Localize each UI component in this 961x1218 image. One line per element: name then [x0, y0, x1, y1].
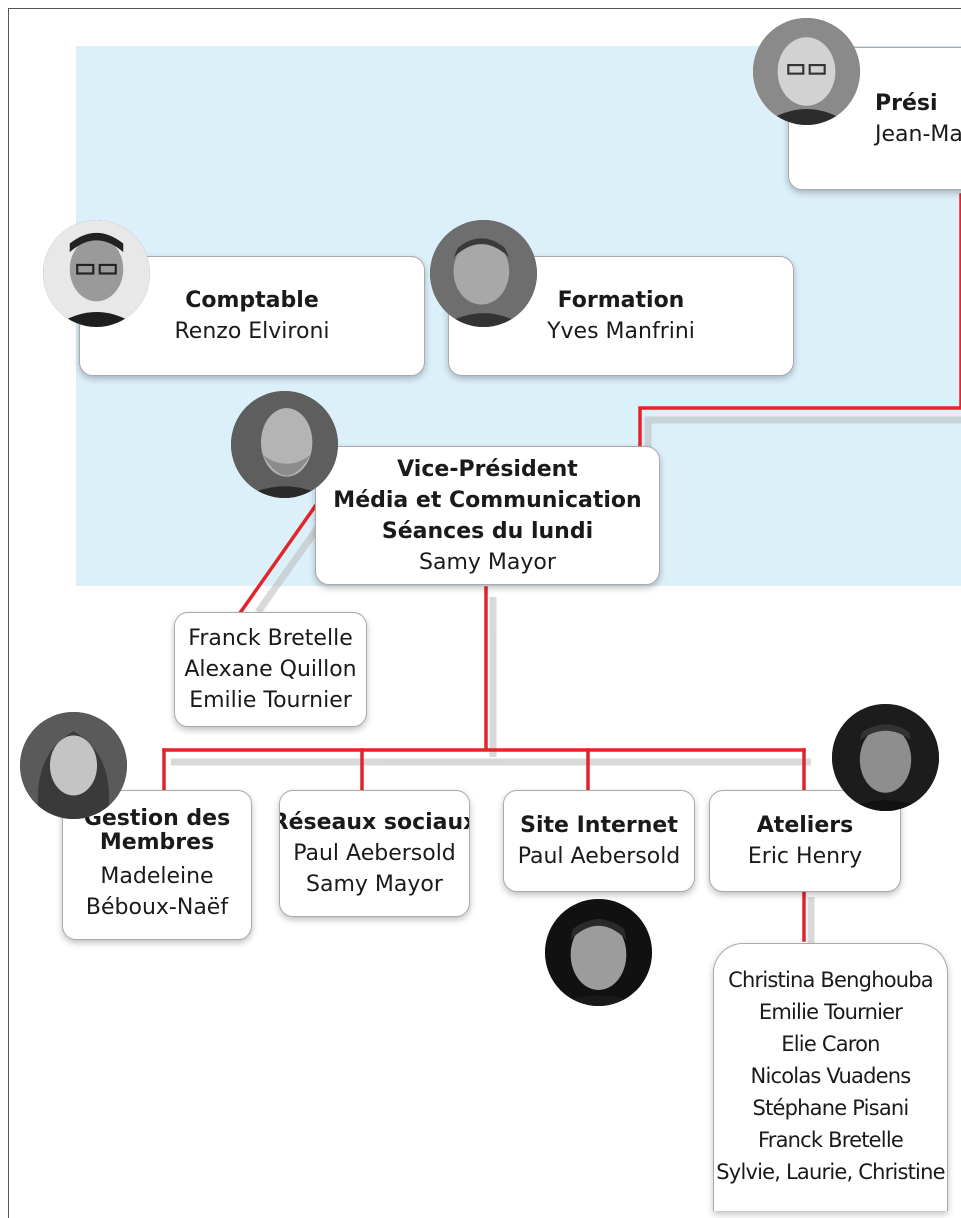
ateliers-member-4: Nicolas Vuadens: [750, 1064, 912, 1088]
formation-photo: [430, 220, 537, 327]
seances-member-2: Alexane Quillon: [184, 657, 357, 682]
ateliers-title: Ateliers: [756, 813, 854, 838]
comptable-photo: [43, 220, 150, 327]
vp-title-line-2: Média et Communication: [333, 487, 642, 513]
ateliers-team-card: Christina Benghouba Emilie Tournier Elie…: [713, 943, 948, 1211]
gestion-name-line-2: Béboux-Naëf: [85, 895, 229, 920]
ateliers-member-2: Emilie Tournier: [758, 1000, 903, 1024]
comptable-name: Renzo Elvironi: [174, 319, 330, 344]
president-photo: [753, 18, 860, 125]
reseaux-name-1: Paul Aebersold: [293, 841, 456, 866]
vp-title-line-3: Séances du lundi: [381, 518, 594, 544]
formation-title: Formation: [557, 288, 685, 313]
ateliers-member-6: Franck Bretelle: [758, 1128, 904, 1152]
reseaux-sociaux-card: Réseaux sociaux Paul Aebersold Samy Mayo…: [279, 790, 470, 917]
seances-member-3: Emilie Tournier: [189, 688, 352, 713]
vice-president-photo: [231, 391, 338, 498]
president-title: Prési: [875, 90, 938, 116]
comptable-title: Comptable: [185, 288, 319, 313]
president-name: Jean-Ma: [875, 121, 961, 147]
gestion-title-line-2: Membres: [99, 830, 215, 855]
site-internet-photo: [545, 899, 652, 1006]
gestion-membres-photo: [20, 712, 127, 819]
seances-team-card: Franck Bretelle Alexane Quillon Emilie T…: [174, 612, 367, 727]
page-frame: [8, 8, 961, 1218]
vice-president-card: Vice-Président Média et Communication Sé…: [315, 446, 660, 585]
connector-president-vp: [638, 193, 961, 452]
seances-member-1: Franck Bretelle: [188, 626, 353, 651]
ateliers-member-3: Elie Caron: [781, 1032, 880, 1056]
ateliers-member-5: Stéphane Pisani: [752, 1096, 910, 1120]
ateliers-photo: [832, 704, 939, 811]
reseaux-name-2: Samy Mayor: [306, 872, 443, 897]
gestion-title-line-1: Gestion des: [83, 806, 231, 831]
ateliers-name: Eric Henry: [747, 844, 863, 869]
site-title: Site Internet: [520, 813, 678, 838]
site-internet-card: Site Internet Paul Aebersold: [503, 790, 695, 892]
formation-name: Yves Manfrini: [547, 319, 695, 344]
vp-name: Samy Mayor: [419, 549, 556, 575]
site-name: Paul Aebersold: [517, 844, 681, 869]
ateliers-member-7: Sylvie, Laurie, Christine: [716, 1160, 945, 1184]
vp-title-line-1: Vice-Président: [397, 456, 578, 482]
ateliers-member-1: Christina Benghouba: [728, 968, 934, 992]
reseaux-title: Réseaux sociaux: [279, 810, 470, 835]
gestion-name-line-1: Madeleine: [100, 864, 214, 889]
